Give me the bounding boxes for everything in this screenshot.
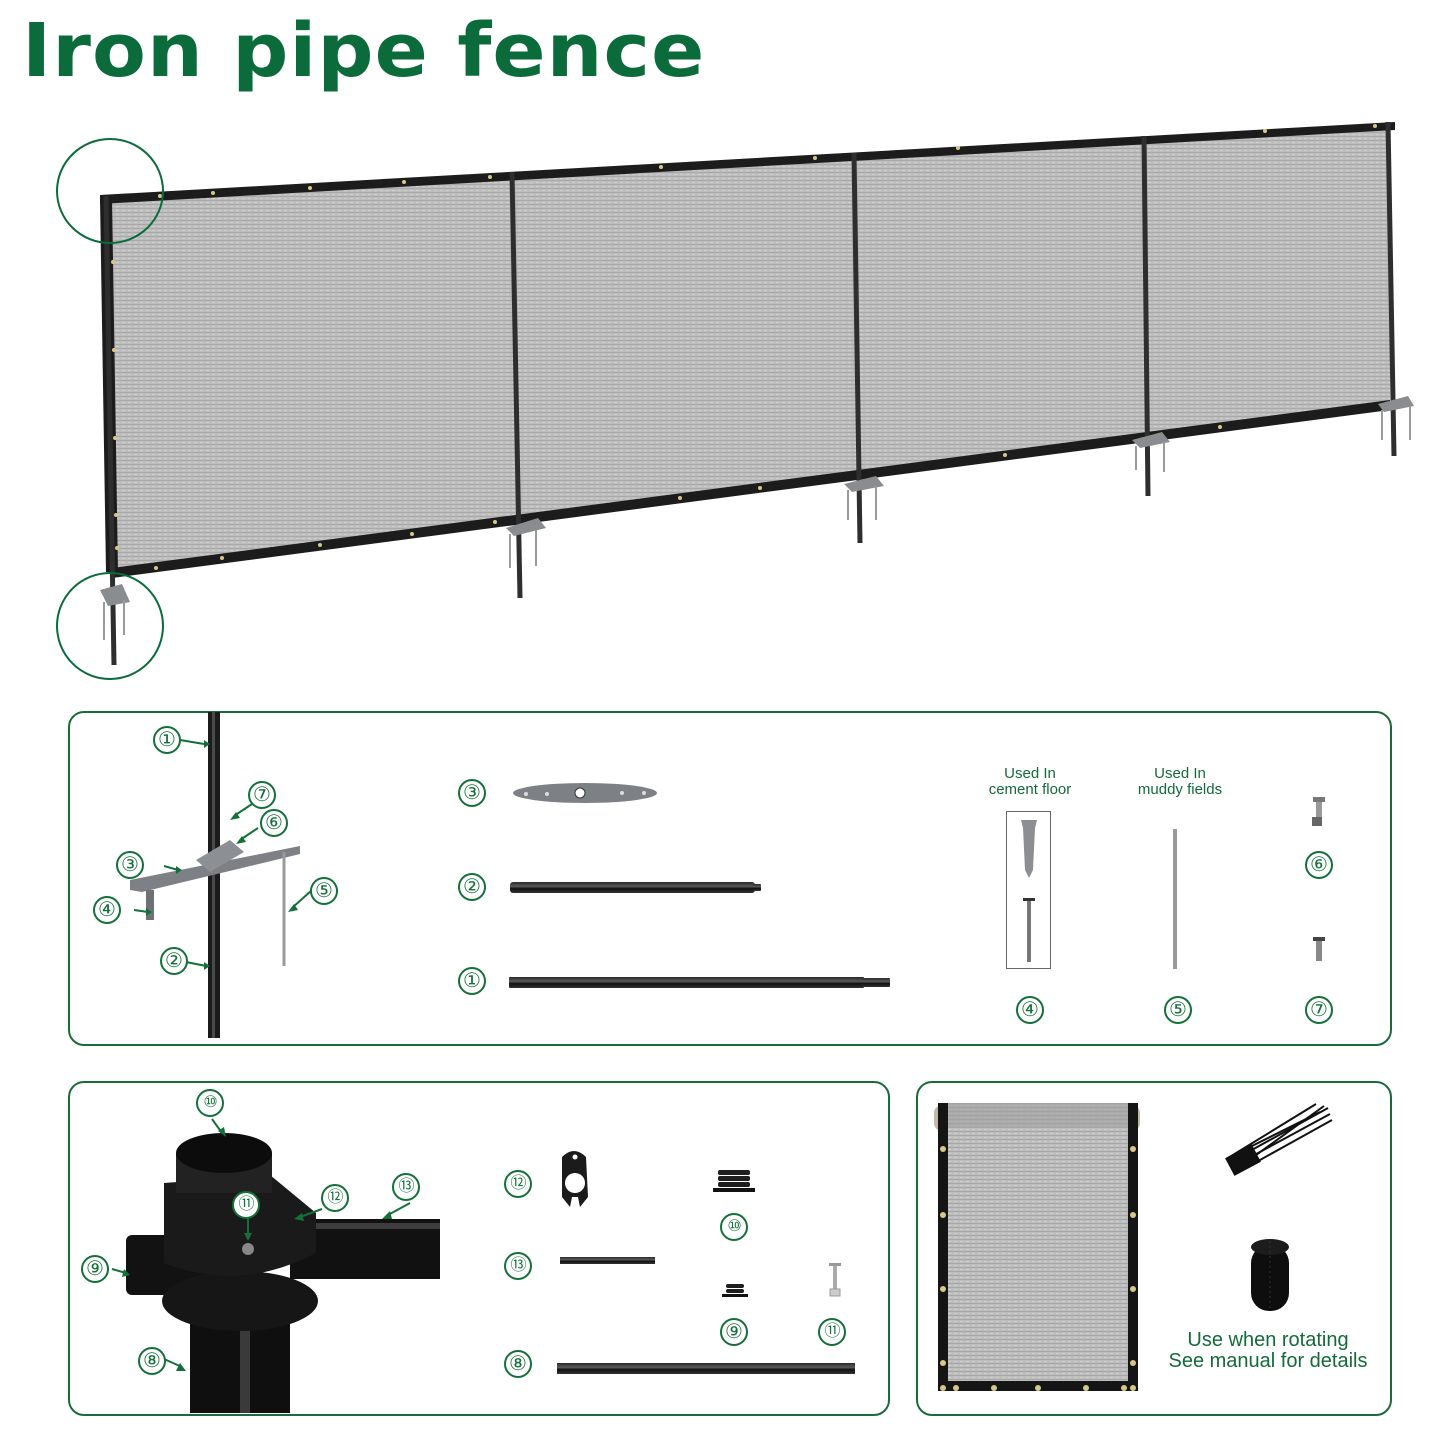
base-bracket-image xyxy=(513,783,657,803)
base-assembly-diagram xyxy=(100,712,360,1042)
label-8: ⑧ xyxy=(138,1347,166,1375)
part-num-3: ③ xyxy=(458,779,486,807)
rotation-note: Use when rotating See manual for details xyxy=(1168,1329,1368,1372)
label-3: ③ xyxy=(116,851,144,879)
part-num-11: ⑪ xyxy=(818,1318,846,1346)
large-end-cap-image xyxy=(713,1170,755,1192)
highlight-circle-bottom-left xyxy=(56,572,164,680)
anchor-and-screw-image xyxy=(1006,811,1051,969)
part-num-9: ⑨ xyxy=(720,1318,748,1346)
part-num-2: ② xyxy=(458,873,486,901)
caption-cement-floor: Used In cement floor xyxy=(988,765,1072,798)
lower-pole-tip xyxy=(753,884,761,891)
page-title: Iron pipe fence xyxy=(22,8,706,94)
caption-muddy-fields: Used In muddy fields xyxy=(1137,765,1223,798)
part-num-12: ⑫ xyxy=(504,1170,532,1198)
hero-fence-illustration xyxy=(0,110,1445,690)
label-9: ⑨ xyxy=(81,1255,109,1283)
lower-pole-image xyxy=(510,882,755,893)
part-num-8: ⑧ xyxy=(504,1350,532,1378)
long-pole-image xyxy=(557,1363,855,1374)
label-7: ⑦ xyxy=(248,781,276,809)
part-num-5: ⑤ xyxy=(1164,996,1192,1024)
label-12: ⑫ xyxy=(321,1184,349,1212)
label-6: ⑥ xyxy=(260,809,288,837)
small-end-cap-image xyxy=(722,1284,748,1297)
part-num-6: ⑥ xyxy=(1305,851,1333,879)
privacy-screen-roll-image xyxy=(934,1103,1142,1393)
label-11: ⑪ xyxy=(232,1191,260,1219)
rotating-joint-diagram xyxy=(70,1083,440,1413)
part-num-10: ⑩ xyxy=(720,1213,748,1241)
part-num-1: ① xyxy=(458,967,486,995)
ground-spike-image xyxy=(1173,829,1177,969)
label-2: ② xyxy=(160,947,188,975)
label-1: ① xyxy=(153,726,181,754)
cable-ties-image xyxy=(1225,1103,1333,1176)
label-13: ⑬ xyxy=(392,1173,420,1201)
part-num-7: ⑦ xyxy=(1305,996,1333,1024)
highlight-circle-top-left xyxy=(56,138,164,244)
label-10: ⑩ xyxy=(196,1089,224,1117)
screw-7-image xyxy=(1313,937,1325,961)
upper-pole-tip xyxy=(862,978,890,987)
connector-sleeve-image xyxy=(1251,1239,1289,1311)
bolt-6-image xyxy=(1312,797,1325,826)
part-num-4: ④ xyxy=(1016,996,1044,1024)
parts-panel-base xyxy=(68,711,1392,1046)
clamp-image xyxy=(562,1151,588,1207)
part-num-13: ⑬ xyxy=(504,1252,532,1280)
short-rail-image xyxy=(560,1257,655,1264)
bolt-11-image xyxy=(829,1263,841,1297)
upper-pole-image xyxy=(509,977,864,988)
label-4: ④ xyxy=(93,896,121,924)
label-5: ⑤ xyxy=(310,877,338,905)
